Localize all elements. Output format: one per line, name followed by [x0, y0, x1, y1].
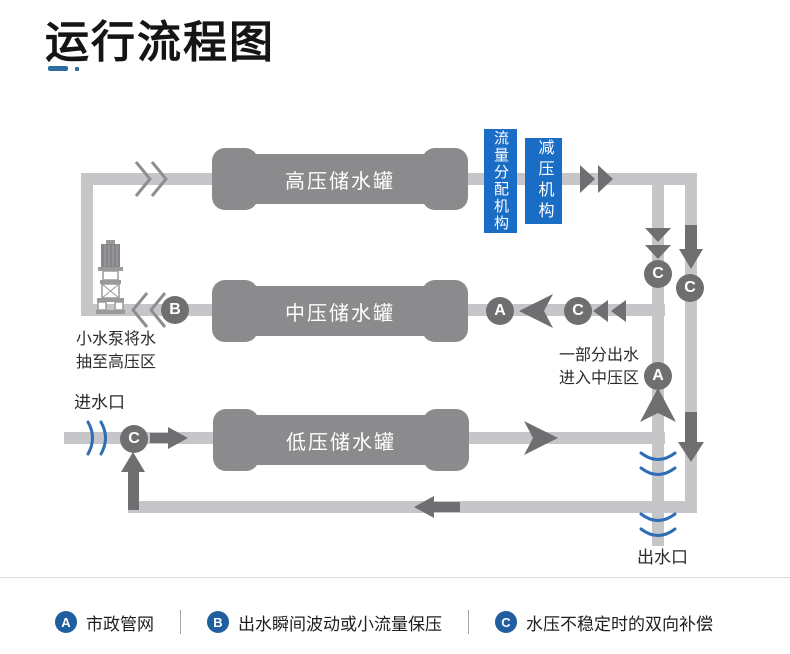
left-arrow-return-stem: [432, 502, 460, 512]
chevron-arrow-up-icon: [640, 388, 676, 422]
outlet-water-arcs-lower-icon: [639, 512, 677, 537]
partial-outflow-line2: 进入中压区: [559, 370, 640, 387]
legend-a-text: 市政管网: [86, 614, 154, 634]
tank-shape: [212, 280, 468, 342]
pressure-reducer-box: 减压机构: [525, 138, 562, 224]
up-arrow-return-stem: [128, 470, 139, 510]
down-arrow-lower-stem: [685, 412, 697, 444]
node-c-mid: C: [564, 297, 592, 325]
outline-chevrons-left-icon: [131, 292, 167, 328]
up-arrow-return-icon: [121, 452, 145, 472]
legend-separator: [468, 610, 469, 634]
legend-c-text: 水压不稳定时的双向补偿: [526, 614, 713, 634]
pump-label-line1: 小水泵将水: [76, 331, 157, 348]
down-arrow-upper-stem: [685, 225, 697, 251]
legend-item-a: A 市政管网: [55, 610, 154, 635]
partial-outflow-line1: 一部分出水: [559, 347, 640, 364]
pipe-bottom-return: [128, 501, 697, 513]
tank-shape: [212, 148, 468, 210]
flow-distributor-box: 流量分配机构: [484, 129, 517, 233]
double-chevron-left-icon: [593, 300, 626, 322]
tank-high-pressure-label: 高压储水罐: [285, 170, 395, 193]
legend-divider-line: [0, 577, 790, 578]
tank-low-pressure-label: 低压储水罐: [286, 431, 396, 454]
right-arrow-inlet-stem: [150, 433, 170, 443]
node-c-branch-right: C: [676, 274, 704, 302]
tank-shape: [213, 409, 469, 471]
legend-b-text: 出水瞬间波动或小流量保压: [238, 614, 442, 634]
tank-low-pressure: 低压储水罐: [213, 409, 469, 471]
tank-medium-pressure: 中压储水罐: [212, 280, 468, 342]
title-accent-dot: [75, 67, 79, 71]
legend-item-b: B 出水瞬间波动或小流量保压: [207, 610, 442, 635]
node-c-inlet: C: [120, 425, 148, 453]
outlet-label: 出水口: [637, 548, 688, 567]
double-chevron-down-icon: [645, 228, 671, 259]
node-a-up: A: [644, 362, 672, 390]
tank-high-pressure: 高压储水罐: [212, 148, 468, 210]
inlet-water-arcs-icon: [86, 420, 107, 456]
page-title: 运行流程图: [45, 18, 275, 67]
pipe-right-vertical-outer: [685, 173, 697, 513]
legend-c-badge: C: [495, 611, 517, 633]
left-arrow-return-icon: [414, 496, 434, 518]
tank-medium-pressure-label: 中压储水罐: [285, 302, 395, 325]
pump-label: 小水泵将水 抽至高压区: [76, 328, 156, 374]
outlet-water-arcs-upper-icon: [639, 451, 677, 476]
legend-item-c: C 水压不稳定时的双向补偿: [495, 610, 713, 635]
legend-a-badge: A: [55, 611, 77, 633]
down-arrow-lower-icon: [678, 442, 704, 462]
right-arrow-inlet-icon: [168, 427, 188, 449]
pump-icon: [96, 240, 125, 314]
inlet-label: 进水口: [74, 393, 125, 412]
pipe-left-vertical: [81, 173, 93, 316]
legend-separator: [180, 610, 181, 634]
outline-chevrons-right-icon: [134, 161, 168, 197]
chevron-arrow-left-icon: [519, 294, 553, 328]
node-c-branch-left: C: [644, 260, 672, 288]
title-accent-dash: [48, 66, 68, 71]
partial-outflow-label: 一部分出水 进入中压区: [559, 344, 639, 390]
legend: A 市政管网 B 出水瞬间波动或小流量保压 C 水压不稳定时的双向补偿: [55, 606, 713, 638]
down-arrow-upper-icon: [679, 249, 703, 269]
pump-label-line2: 抽至高压区: [76, 354, 157, 371]
legend-b-badge: B: [207, 611, 229, 633]
double-chevron-right-icon: [580, 165, 613, 193]
chevron-arrow-right-icon: [524, 421, 558, 455]
node-b-pump: B: [161, 296, 189, 324]
node-a-mid-out: A: [486, 297, 514, 325]
